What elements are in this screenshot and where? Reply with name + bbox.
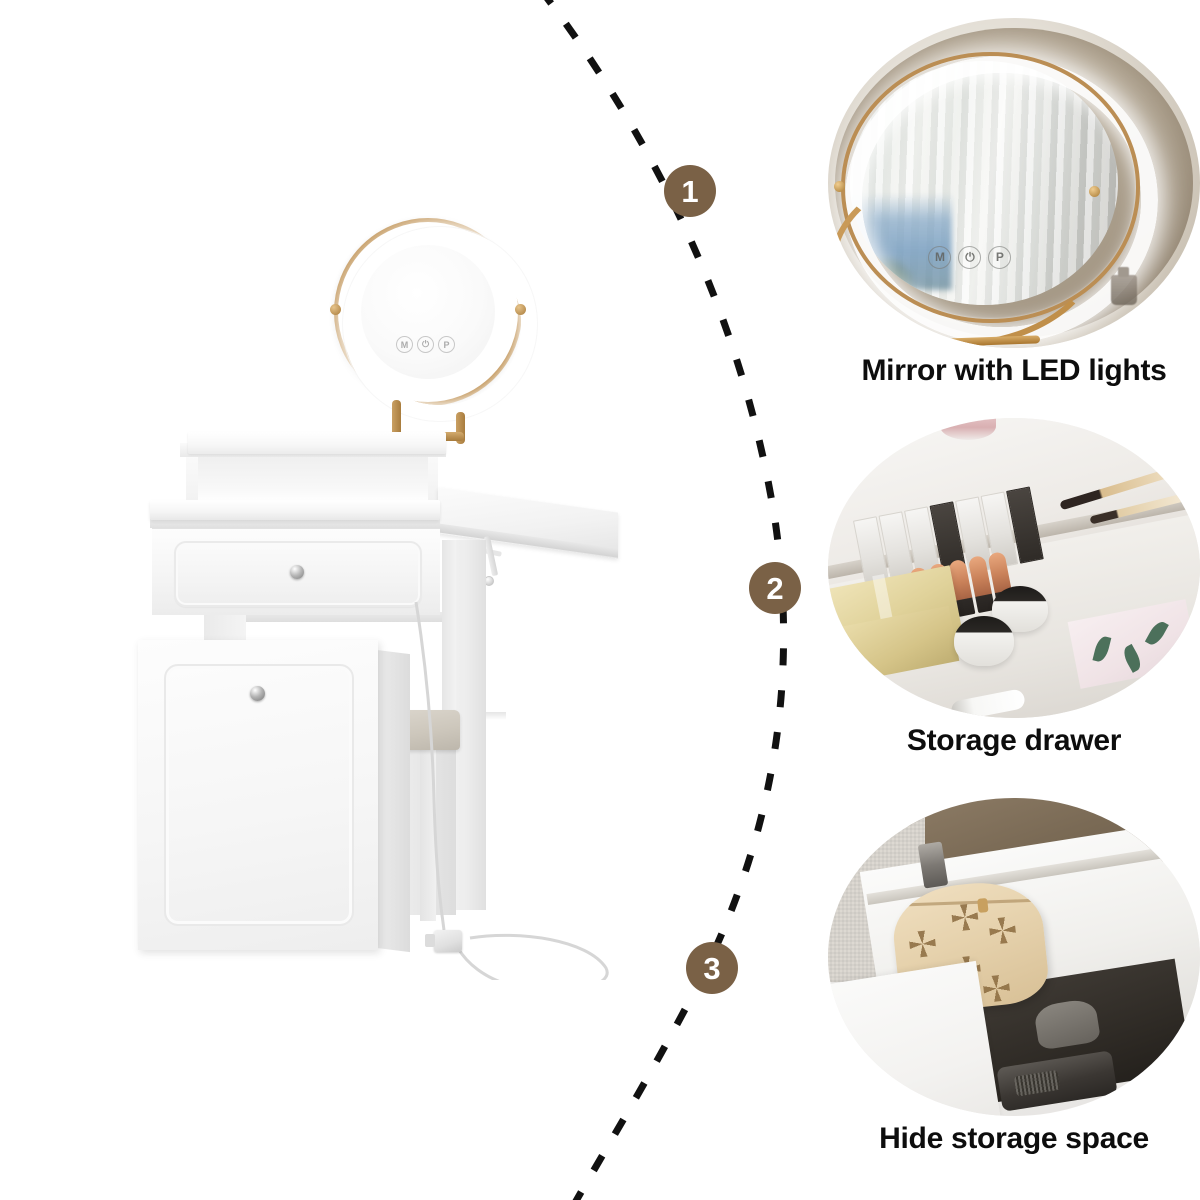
hutch-open-shelf (198, 456, 506, 720)
tabletop-front-edge (150, 518, 440, 528)
hutch-top-surface (188, 432, 446, 454)
monogram-motif (988, 916, 1017, 945)
mirror-pivot-right (515, 304, 526, 315)
touch-power-button: ⏻ (958, 245, 982, 269)
leaf-motif (1091, 635, 1111, 664)
lidded-jar-on-top (939, 418, 996, 440)
mirror-glass (361, 245, 495, 379)
hidden-drawer-side (376, 649, 410, 953)
step-badge-1: 1 (664, 165, 716, 217)
feature-block-1: M ⏻ P Mirror with LED lights (828, 18, 1200, 388)
touch-preset-button: P (988, 245, 1012, 269)
feature-caption-2: Storage drawer (906, 724, 1122, 757)
hidden-drawer-molding (164, 664, 354, 926)
foldout-bracket-right (483, 535, 499, 577)
feature-caption-3: Hide storage space (879, 1122, 1149, 1155)
cream-jar-2 (954, 616, 1015, 666)
led-mirror-photo: M ⏻ P (828, 18, 1200, 348)
monogram-motif (982, 974, 1011, 1003)
hidden-storage-photo (828, 798, 1200, 1116)
mirror-preset-button: P (438, 336, 455, 353)
touch-mode-button: M (928, 245, 952, 269)
bag-zipper-pull (977, 897, 989, 913)
mirror-photo-pivot-right (1088, 186, 1100, 198)
leaf-motif (1120, 644, 1145, 674)
stool-leg (420, 745, 436, 921)
feature-block-3: Hide storage space (828, 798, 1200, 1156)
power-plug (425, 930, 462, 952)
step-badge-2: 2 (749, 562, 801, 614)
mirror-touch-controls: M ⏻ P (396, 336, 455, 353)
drawer-front-face (828, 960, 1005, 1116)
leaf-motif (1144, 618, 1169, 648)
desk-apron (204, 612, 442, 622)
step-badge-3: 3 (686, 942, 738, 994)
mirror-photo-pivot-left (833, 181, 845, 193)
storage-drawer-photo (828, 418, 1200, 718)
mirror-mode-button: M (396, 336, 413, 353)
vanity-table-product-image: M ⏻ P (120, 200, 680, 1020)
small-storage-drawer (152, 528, 440, 615)
vanity-led-mirror: M ⏻ P (330, 218, 537, 421)
mirror-power-button: ⏻ (417, 336, 434, 353)
monogram-motif (908, 929, 937, 959)
feature-block-2: Storage drawer (828, 418, 1200, 758)
mirror-arm-vertical (392, 400, 401, 442)
mirror-arm-segment-outer (456, 412, 465, 444)
background-decor-object (1110, 267, 1137, 306)
drawer-knob (290, 565, 304, 579)
drawer-front-molding (174, 541, 422, 607)
tabletop-surface (150, 500, 440, 520)
feature-caption-1: Mirror with LED lights (861, 354, 1167, 387)
monogram-motif (950, 902, 980, 932)
hidden-storage-drawer-front (138, 640, 378, 950)
led-touch-control-panel: M ⏻ P (928, 245, 1012, 269)
hidden-drawer-knob (250, 686, 265, 701)
mirror-pivot-left (330, 304, 341, 315)
